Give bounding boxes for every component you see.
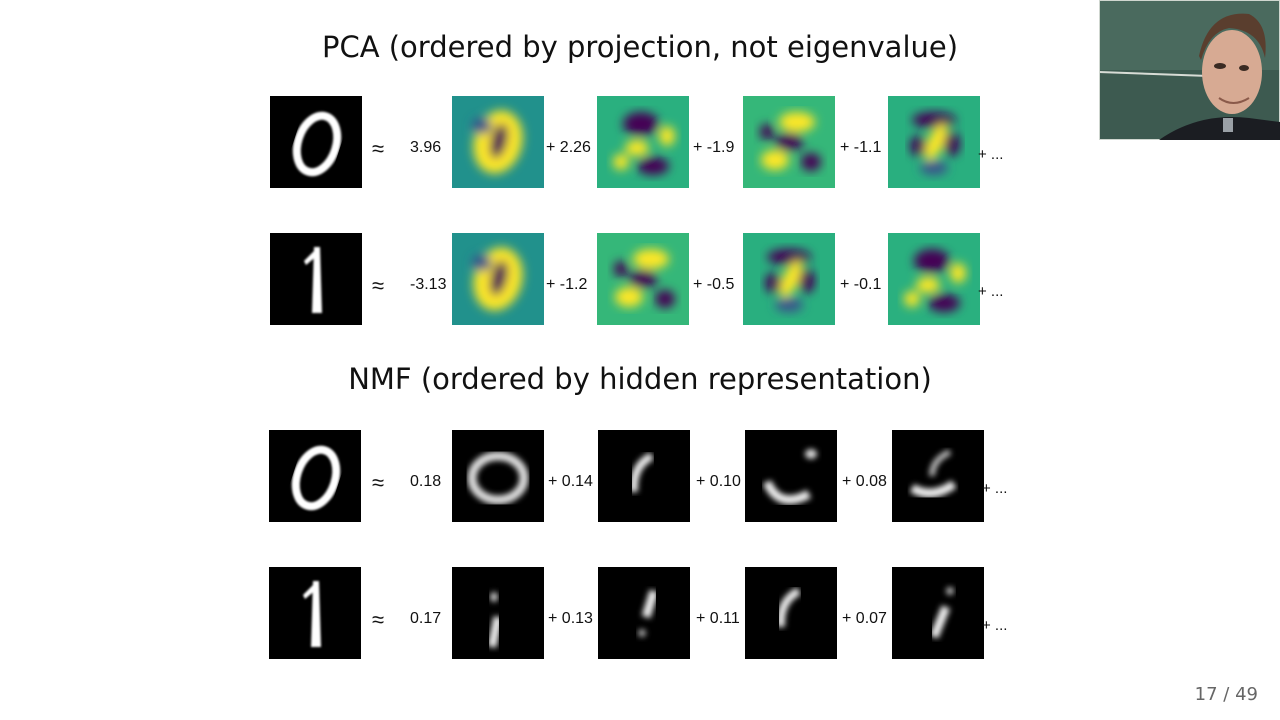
page-number: 17 / 49 — [1194, 684, 1258, 705]
term-coefficient: + 0.11 — [696, 610, 740, 627]
nmf-component-image — [452, 430, 544, 522]
nmf-component-image — [892, 430, 984, 522]
digit-image-0 — [269, 430, 361, 522]
nmf-title: NMF (ordered by hidden representation) — [348, 362, 932, 396]
trailing-ellipsis: + ... — [982, 480, 1008, 497]
coefficient: 3.96 — [410, 139, 442, 156]
pca-row-1: ≈ -3.13 + -1.2 + -0.5 + -0.1 + ... — [0, 233, 1280, 327]
digit-image-0 — [270, 96, 362, 188]
nmf-component-image — [598, 567, 690, 659]
pca-component-image — [452, 233, 544, 325]
term-coefficient: + 0.10 — [696, 473, 741, 490]
nmf-component-image — [892, 567, 984, 659]
term-coefficient: + -0.1 — [840, 276, 882, 293]
presenter-webcam-video — [1099, 0, 1280, 140]
term-coefficient: + -1.9 — [693, 139, 735, 156]
coefficient: 0.17 — [410, 610, 442, 627]
trailing-ellipsis: + ... — [978, 146, 1004, 163]
pca-component-image — [743, 233, 835, 325]
term-coefficient: + 0.14 — [548, 473, 593, 490]
term-coefficient: + 0.13 — [548, 610, 593, 627]
term-coefficient: + -1.1 — [840, 139, 882, 156]
pca-component-image — [597, 96, 689, 188]
nmf-component-image — [598, 430, 690, 522]
digit-image-1 — [270, 233, 362, 325]
coefficient: -3.13 — [410, 276, 447, 293]
trailing-ellipsis: + ... — [982, 617, 1008, 634]
pca-component-image — [888, 96, 980, 188]
digit-image-1 — [269, 567, 361, 659]
term-coefficient: + 2.26 — [546, 139, 591, 156]
approx-symbol: ≈ — [372, 273, 385, 298]
pca-component-image — [452, 96, 544, 188]
nmf-row-1: ≈ 0.17 + 0.13 + 0.11 + 0.07 + ... — [0, 567, 1280, 661]
term-coefficient: + 0.08 — [842, 473, 887, 490]
approx-symbol: ≈ — [372, 470, 385, 495]
approx-symbol: ≈ — [372, 136, 385, 161]
pca-component-image — [743, 96, 835, 188]
pca-component-image — [597, 233, 689, 325]
pca-row-0: ≈ 3.96 + 2.26 + -1.9 + -1.1 + ... — [0, 96, 1280, 190]
term-coefficient: + -1.2 — [546, 276, 588, 293]
pca-title: PCA (ordered by projection, not eigenval… — [321, 30, 959, 64]
nmf-component-image — [745, 430, 837, 522]
approx-symbol: ≈ — [372, 607, 385, 632]
nmf-row-0: ≈ 0.18 + 0.14 + 0.10 + 0.08 + ... — [0, 430, 1280, 524]
term-coefficient: + 0.07 — [842, 610, 887, 627]
coefficient: 0.18 — [410, 473, 442, 490]
trailing-ellipsis: + ... — [978, 283, 1004, 300]
nmf-component-image — [745, 567, 837, 659]
nmf-component-image — [452, 567, 544, 659]
pca-component-image — [888, 233, 980, 325]
term-coefficient: + -0.5 — [693, 276, 735, 293]
